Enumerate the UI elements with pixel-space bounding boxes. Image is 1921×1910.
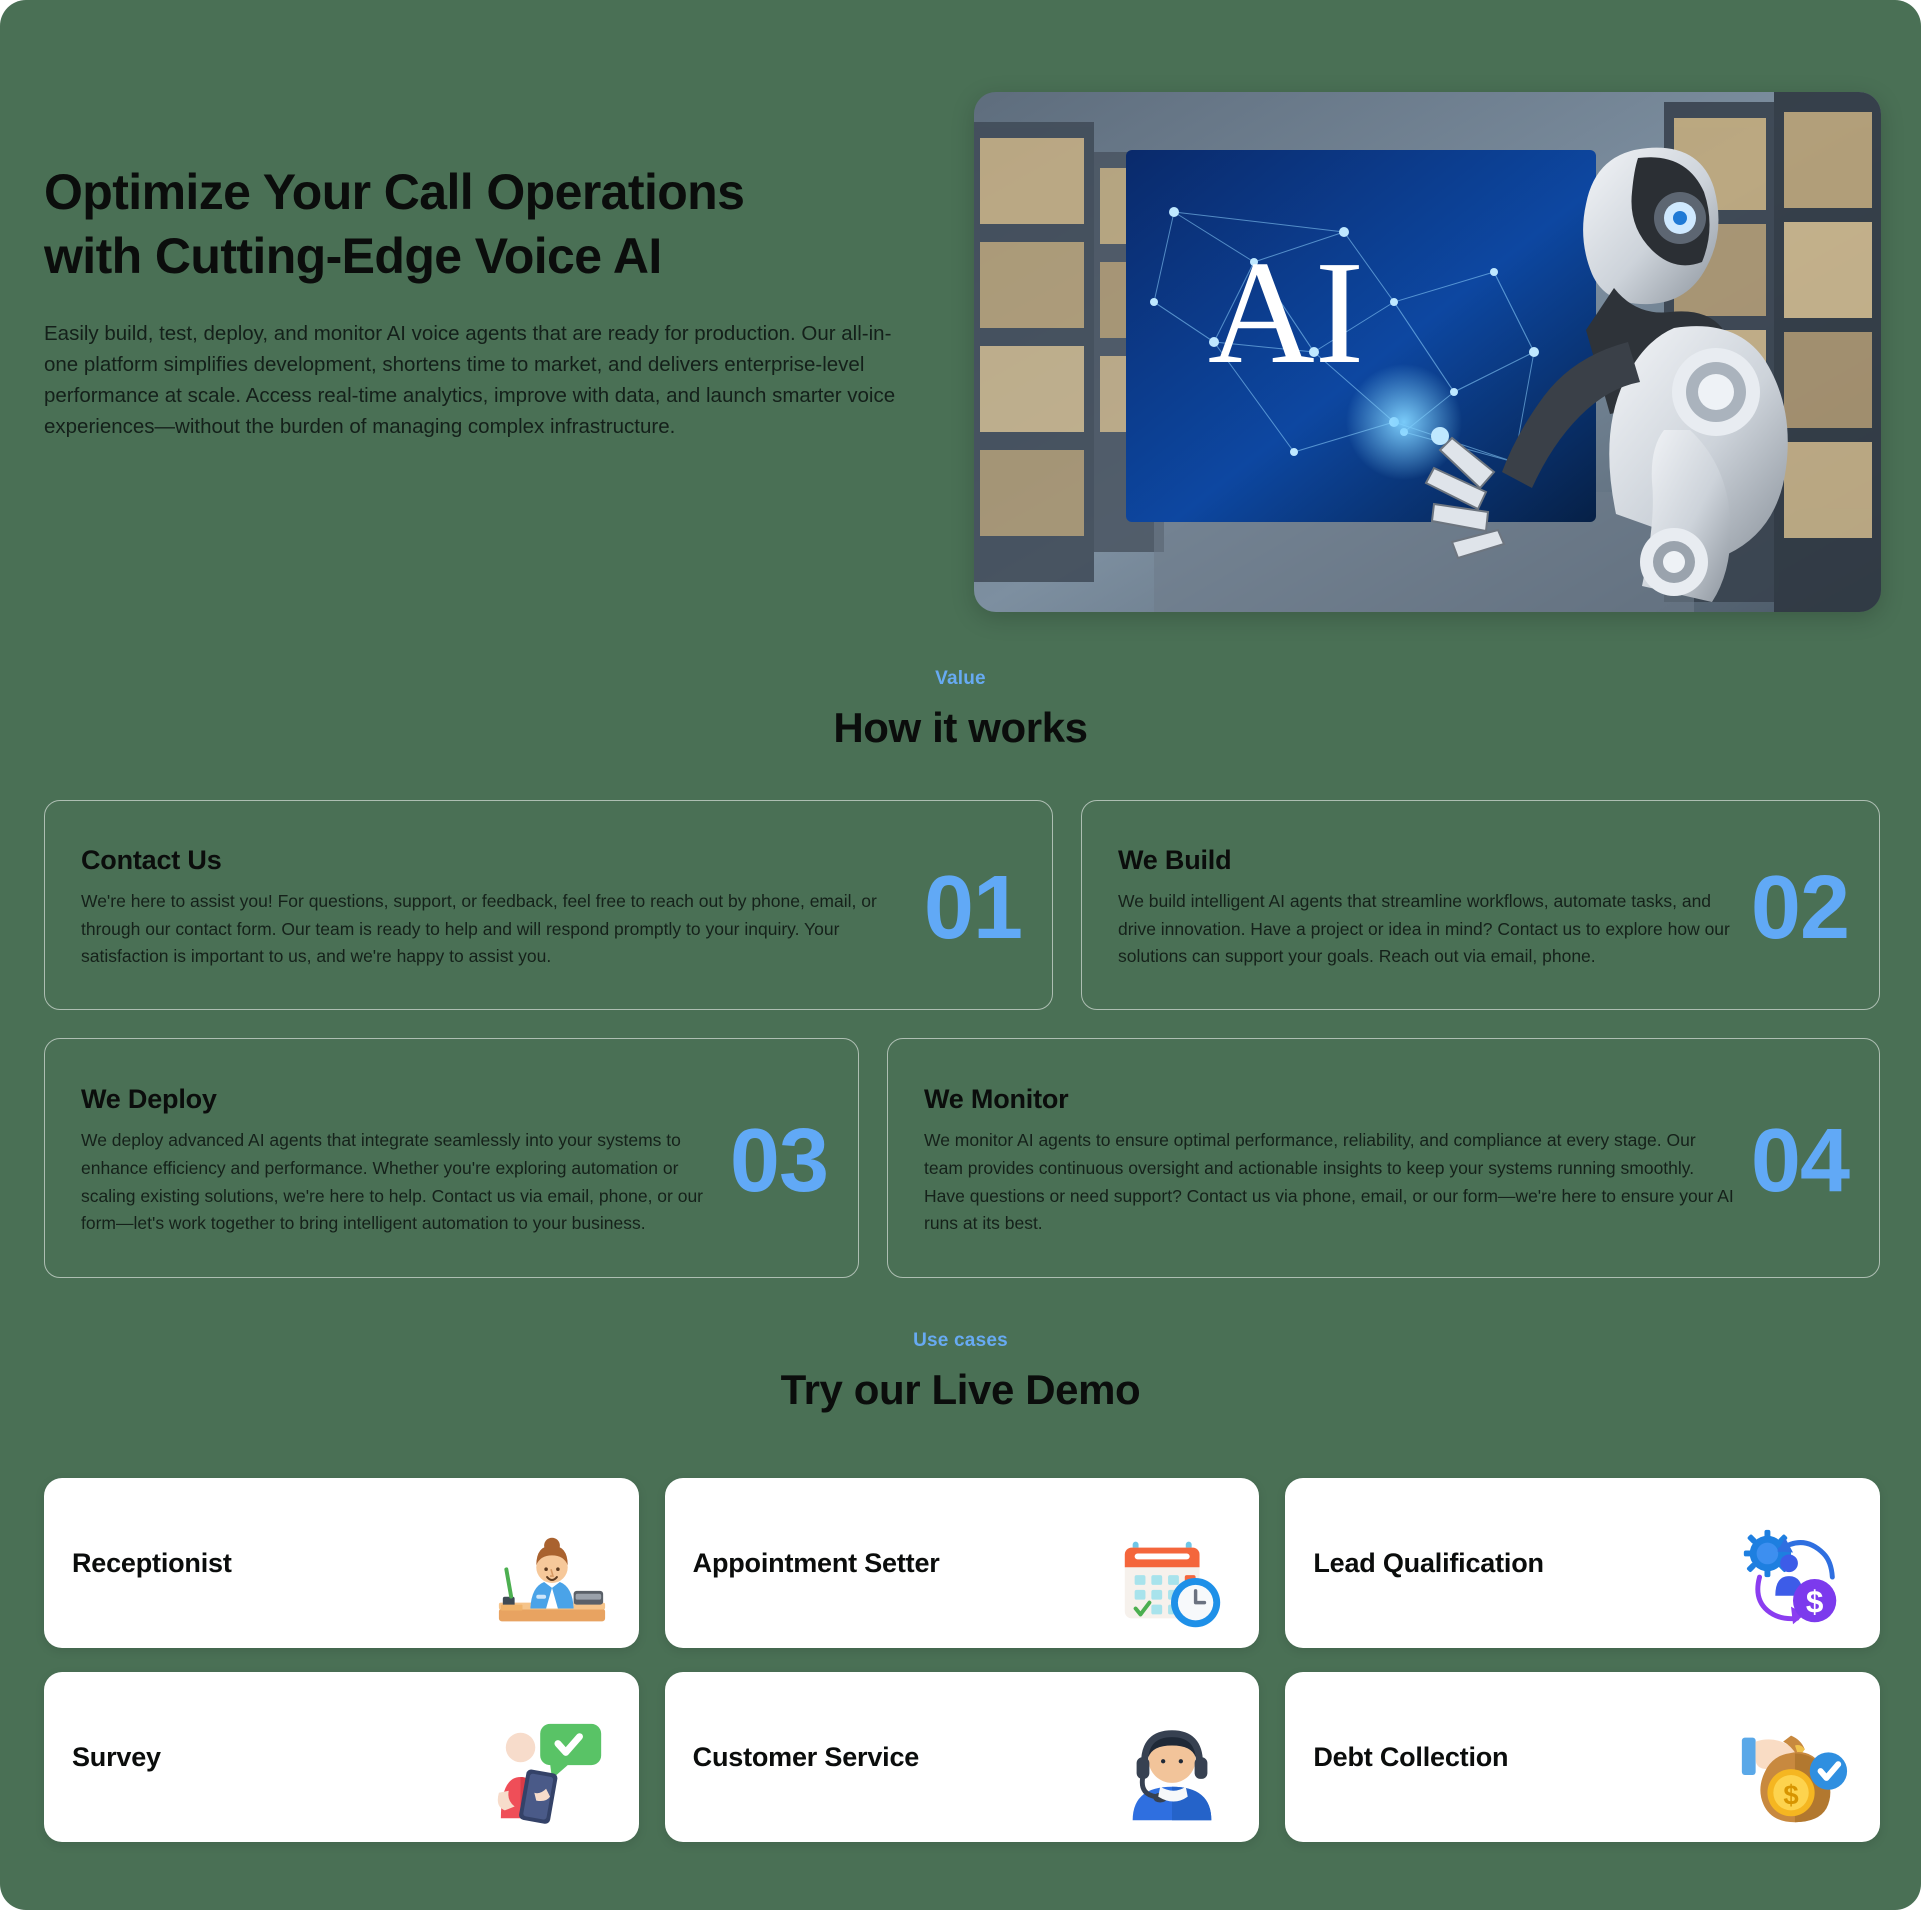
use-case-label: Debt Collection (1313, 1741, 1509, 1772)
how-it-works-eyebrow: Value (935, 668, 986, 689)
step-title: We Deploy (81, 1084, 217, 1115)
step-description: We build intelligent AI agents that stre… (1118, 891, 1730, 967)
use-case-label: Lead Qualification (1313, 1547, 1544, 1578)
hero-text-block: Optimize Your Call Operations with Cutti… (44, 160, 944, 443)
how-it-works-title: How it works (833, 704, 1088, 751)
how-it-works-heading: Value How it works (0, 668, 1921, 752)
ai-robot-warehouse-illustration: AI (974, 92, 1881, 612)
svg-text:$: $ (1783, 1780, 1798, 1811)
use-cases-row-2: Survey (44, 1672, 1881, 1842)
step-card-contact-us[interactable]: Contact Us We're here to assist you! For… (44, 800, 1053, 1010)
step-description: We deploy advanced AI agents that integr… (81, 1130, 704, 1234)
step-card-we-deploy[interactable]: We Deploy We deploy advanced AI agents t… (44, 1038, 859, 1278)
hero-image: AI (974, 92, 1881, 612)
calendar-clock-icon (1113, 1522, 1231, 1640)
page-title: Optimize Your Call Operations with Cutti… (44, 160, 944, 288)
use-case-card-debt-collection[interactable]: Debt Collection $ (1285, 1672, 1881, 1842)
use-case-label: Receptionist (72, 1547, 232, 1578)
hero-section: Optimize Your Call Operations with Cutti… (0, 0, 1921, 640)
use-case-label: Customer Service (692, 1741, 920, 1772)
step-title: Contact Us (81, 845, 222, 876)
steps-row-1: Contact Us We're here to assist you! For… (44, 800, 1880, 1010)
use-cases-eyebrow: Use cases (913, 1330, 1008, 1351)
step-title: We Monitor (924, 1084, 1069, 1115)
use-case-card-lead-qualification[interactable]: Lead Qualification (1285, 1478, 1881, 1648)
svg-text:$: $ (1806, 1584, 1824, 1619)
step-title: We Build (1118, 845, 1232, 876)
hero-title-line-2: with Cutting-Edge Voice AI (44, 228, 662, 284)
use-case-card-customer-service[interactable]: Customer Service (664, 1672, 1260, 1842)
hero-subtitle: Easily build, test, deploy, and monitor … (44, 322, 896, 439)
use-case-card-survey[interactable]: Survey (44, 1672, 639, 1842)
use-case-label: Appointment Setter (692, 1547, 940, 1578)
use-cases-row-1: Receptionist (44, 1478, 1881, 1648)
use-case-card-appointment-setter[interactable]: Appointment Setter (664, 1478, 1260, 1648)
use-case-card-receptionist[interactable]: Receptionist (44, 1478, 639, 1648)
headset-agent-icon (1113, 1716, 1231, 1834)
use-cases-section: Receptionist (44, 1478, 1881, 1842)
step-number: 03 (729, 1111, 829, 1211)
ai-screen-label: AI (1208, 231, 1364, 395)
step-number: 04 (1750, 1111, 1850, 1211)
step-card-we-build[interactable]: We Build We build intelligent AI agents … (1081, 800, 1880, 1010)
steps-row-2: We Deploy We deploy advanced AI agents t… (44, 1038, 1880, 1278)
step-description: We monitor AI agents to ensure optimal p… (924, 1130, 1734, 1234)
step-body: We Monitor We monitor AI agents to ensur… (924, 1084, 1739, 1238)
step-description: We're here to assist you! For questions,… (81, 891, 877, 967)
step-body: Contact Us We're here to assist you! For… (81, 845, 912, 971)
step-card-we-monitor[interactable]: We Monitor We monitor AI agents to ensur… (887, 1038, 1880, 1278)
use-cases-title: Try our Live Demo (780, 1366, 1141, 1413)
steps-section: Contact Us We're here to assist you! For… (44, 800, 1880, 1278)
receptionist-desk-icon (493, 1522, 611, 1640)
step-body: We Deploy We deploy advanced AI agents t… (81, 1084, 718, 1238)
step-body: We Build We build intelligent AI agents … (1118, 845, 1739, 971)
robot-figure (1424, 147, 1788, 602)
step-number: 02 (1750, 858, 1850, 958)
hero-title-line-1: Optimize Your Call Operations (44, 164, 745, 220)
use-cases-heading: Use cases Try our Live Demo (0, 1330, 1921, 1414)
hand-money-bag-icon: $ (1734, 1716, 1852, 1834)
person-tablet-check-icon (493, 1716, 611, 1834)
use-case-label: Survey (72, 1741, 161, 1772)
gear-person-dollar-icon: $ (1734, 1522, 1852, 1640)
step-number: 01 (923, 858, 1023, 958)
